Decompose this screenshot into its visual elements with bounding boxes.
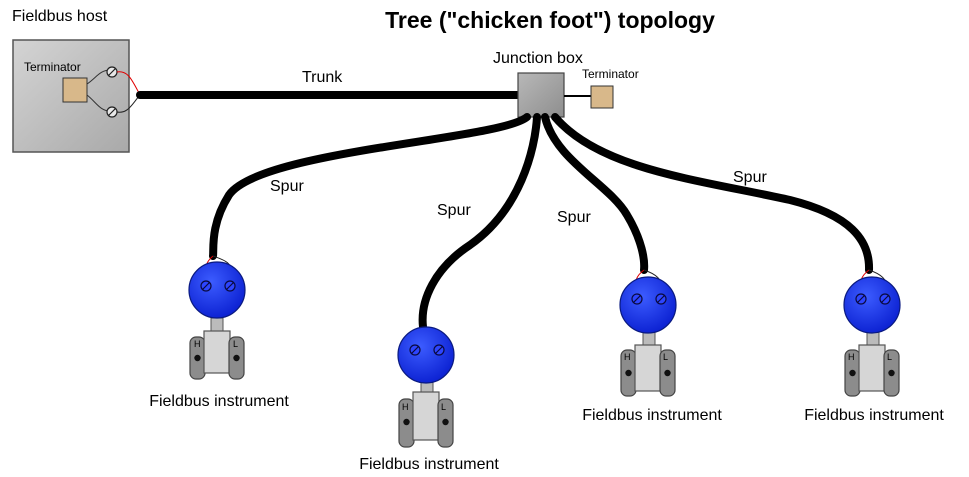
- instrument-2-label: Fieldbus instrument: [359, 456, 499, 473]
- spur-label-4: Spur: [733, 169, 767, 186]
- fieldbus-instrument-4: [843, 269, 901, 397]
- spur-cable-1: [209, 113, 531, 260]
- instrument-1-high-port: H: [194, 339, 201, 349]
- junction-box: [517, 72, 565, 118]
- junction-terminator-label: Terminator: [582, 67, 639, 81]
- spur-label-1: Spur: [270, 178, 304, 195]
- trunk-label: Trunk: [302, 69, 343, 86]
- instrument-4-label: Fieldbus instrument: [804, 407, 944, 424]
- host-label: Fieldbus host: [12, 8, 108, 25]
- host-terminal-top: [106, 66, 118, 78]
- host-terminator-label: Terminator: [24, 60, 81, 74]
- instrument-2-low-port: L: [441, 402, 446, 412]
- instrument-3-label: Fieldbus instrument: [582, 407, 722, 424]
- fieldbus-instrument-1: [188, 255, 246, 380]
- fieldbus-instrument-3: [619, 269, 677, 397]
- instrument-3-high-port: H: [624, 352, 631, 362]
- instrument-1-low-port: L: [233, 339, 238, 349]
- host-terminal-bottom: [106, 106, 118, 118]
- screw-terminal-icon: [655, 293, 667, 305]
- instrument-2-high-port: H: [402, 402, 409, 412]
- diagram-title: Tree ("chicken foot") topology: [385, 7, 715, 33]
- spur-cable-2: [418, 113, 541, 331]
- junction-terminator: [590, 85, 614, 109]
- host-red-wire: [116, 71, 141, 96]
- instrument-4-high-port: H: [848, 352, 855, 362]
- spur-label-2: Spur: [437, 202, 471, 219]
- instrument-3-low-port: L: [663, 352, 668, 362]
- junction-box-label: Junction box: [493, 50, 583, 67]
- screw-terminal-icon: [409, 344, 421, 356]
- screw-terminal-icon: [433, 344, 445, 356]
- instrument-1-label: Fieldbus instrument: [149, 393, 289, 410]
- instrument-4-low-port: L: [887, 352, 892, 362]
- screw-terminal-icon: [631, 293, 643, 305]
- spur-cable-4: [551, 113, 874, 274]
- screw-terminal-icon: [879, 293, 891, 305]
- host-terminator: [62, 77, 88, 103]
- spur-cable-3: [541, 113, 649, 274]
- fieldbus-instrument-2: [397, 326, 455, 448]
- screw-terminal-icon: [224, 280, 236, 292]
- screw-terminal-icon: [855, 293, 867, 305]
- screw-terminal-icon: [200, 280, 212, 292]
- spur-label-3: Spur: [557, 209, 591, 226]
